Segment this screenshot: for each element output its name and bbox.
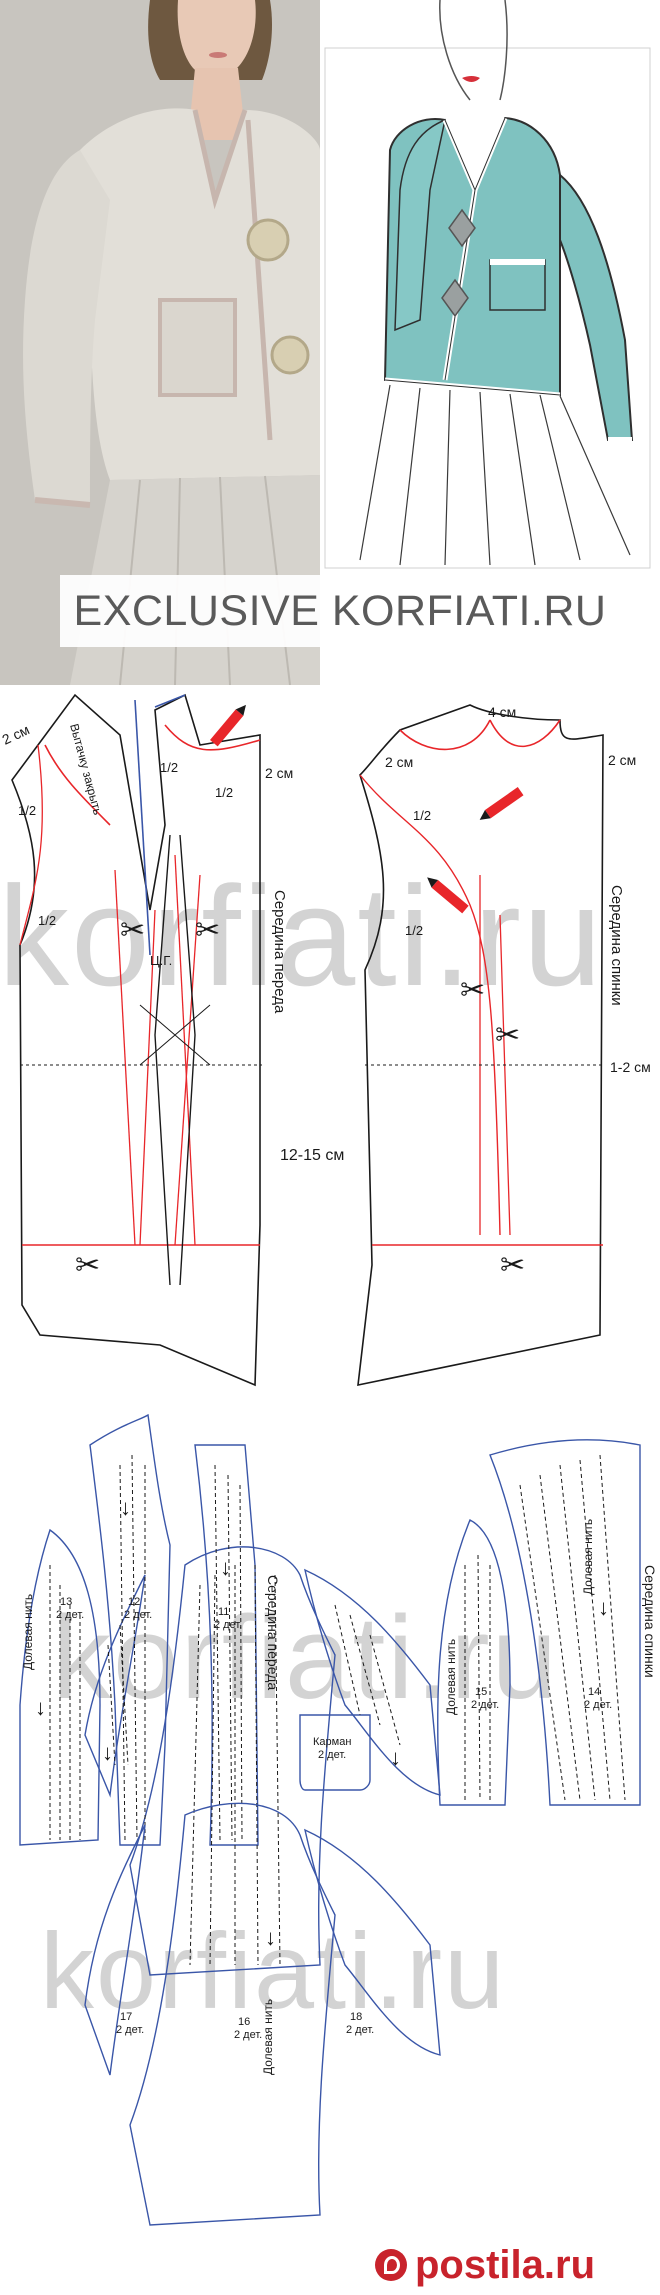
label-half: 1/2 (405, 923, 423, 938)
label-neck-2cm: 2 см (265, 765, 293, 781)
front-back-pattern-diagram: ✂ ✂ ✂ 2 см 2 см 1/2 1/2 1/2 1/2 Вытачку … (0, 693, 651, 1387)
scissors-icon: ✂ (195, 914, 220, 947)
arrow-down-icon: ↓ (35, 1695, 46, 1720)
piece-number: 11 (218, 1606, 229, 1618)
arrow-down-icon: ↓ (120, 1495, 131, 1520)
watermark: korfiati.ru (40, 1910, 507, 2031)
piece-quantity: 2 дет. (234, 2029, 262, 2041)
arrow-down-icon: ↓ (390, 1745, 401, 1770)
piece-quantity: 2 дет. (471, 1699, 499, 1711)
lips-icon (462, 76, 480, 82)
postila-logo[interactable]: postila.ru (375, 2235, 660, 2295)
piece-15 (436, 1519, 511, 1806)
piece-number: 17 (120, 2011, 132, 2023)
pencil-icon (210, 704, 246, 747)
label-waist-adjust: 1-2 см (610, 1059, 651, 1075)
label-half: 1/2 (38, 913, 56, 928)
label-center-point: Ц.Г. (150, 953, 172, 968)
scissors-icon: ✂ (495, 1019, 520, 1052)
label-2cm: 2 см (608, 752, 636, 768)
piece-quantity: 2 дет. (346, 2024, 374, 2036)
piece-number: 18 (350, 2011, 362, 2023)
piece-quantity: 2 дет. (584, 1699, 612, 1711)
arrow-down-icon: ↓ (598, 1595, 609, 1620)
front-pattern: ✂ ✂ ✂ 2 см 2 см 1/2 1/2 1/2 1/2 Вытачку … (0, 693, 344, 1387)
scissors-icon: ✂ (120, 914, 145, 947)
piece-number: 13 (60, 1596, 72, 1608)
piece-quantity: 2 дет. (124, 1609, 152, 1621)
watermark: korfiati.ru (52, 1592, 560, 1724)
label-neck-4cm: 4 см (488, 704, 516, 720)
arrow-down-icon: ↓ (220, 1555, 231, 1580)
label-half: 1/2 (160, 760, 178, 775)
grain-label: Долевая нить (444, 1639, 458, 1715)
grain-label: Долевая нить (21, 1594, 35, 1670)
logo-text: postila.ru (415, 2242, 596, 2287)
piece-number: 15 (475, 1686, 487, 1698)
scissors-icon: ✂ (460, 974, 485, 1007)
pencil-icon (479, 787, 524, 820)
scissors-icon: ✂ (75, 1249, 100, 1282)
piece-18-shape (304, 1828, 441, 2056)
back-pattern: ✂ ✂ ✂ 4 см 2 см 2 см 1/2 1/2 1-2 см Сере… (357, 704, 651, 1387)
brooch-icon (441, 278, 469, 318)
scissors-icon: ✂ (500, 1249, 525, 1282)
piece-12 (89, 1413, 171, 1846)
pocket-label: Карман (313, 1736, 351, 1748)
brooch-icon (270, 335, 310, 375)
label-middle-back: Середина спинки (642, 1565, 658, 1678)
arrow-down-icon: ↓ (102, 1740, 113, 1765)
piece-number: 16 (238, 2016, 250, 2028)
brooch-icon (448, 208, 476, 248)
pin-icon (375, 2249, 407, 2281)
piece-18 (304, 1568, 441, 1796)
piece-16 (129, 1546, 336, 1976)
watermark: korfiati.ru (0, 857, 604, 1016)
piece-17 (84, 1574, 146, 1798)
piece-11 (194, 1444, 259, 1846)
piece-17-shape (84, 1824, 146, 2076)
label-close-dart: Вытачку закрыть (67, 722, 105, 816)
label-2cm: 2 см (385, 754, 413, 770)
arrow-down-icon: ↓ (265, 1925, 276, 1950)
model-face (177, 0, 256, 78)
label-hem-extension: 12-15 см (280, 1147, 344, 1164)
label-middle-front: Середина переда (265, 1575, 281, 1690)
grain-label: Долевая нить (261, 1999, 275, 2075)
piece-13 (19, 1528, 101, 1846)
piece-quantity: 2 дет. (214, 1619, 242, 1631)
brooch-icon (246, 218, 290, 262)
cut-pieces-diagram: ↓ ↓ ↓ ↓ ↓ ↓ ↓ Долевая нить 13 2 дет. 12 … (19, 1413, 658, 2226)
piece-quantity: 2 дет. (56, 1609, 84, 1621)
label-middle-front: Середина переда (271, 890, 288, 1014)
piece-16-shape (129, 1802, 336, 2226)
piece-quantity: 2 дет. (116, 2024, 144, 2036)
piece-14 (489, 1439, 641, 1806)
label-half: 1/2 (18, 803, 36, 818)
model-jacket (80, 108, 320, 480)
label-half: 1/2 (215, 785, 233, 800)
banner-text: EXCLUSIVE KORFIATI.RU (73, 586, 607, 635)
label-middle-back: Середина спинки (608, 885, 625, 1006)
label-half: 1/2 (413, 808, 431, 823)
pocket-piece (299, 1714, 371, 1791)
exclusive-banner: EXCLUSIVE KORFIATI.RU (60, 575, 620, 647)
pocket-quantity: 2 дет. (318, 1749, 346, 1761)
piece-number: 14 (588, 1686, 600, 1698)
grain-label: Долевая нить (581, 1519, 595, 1595)
pencil-icon (427, 877, 469, 914)
label-2cm: 2 см (0, 721, 32, 747)
piece-number: 12 (128, 1596, 140, 1608)
